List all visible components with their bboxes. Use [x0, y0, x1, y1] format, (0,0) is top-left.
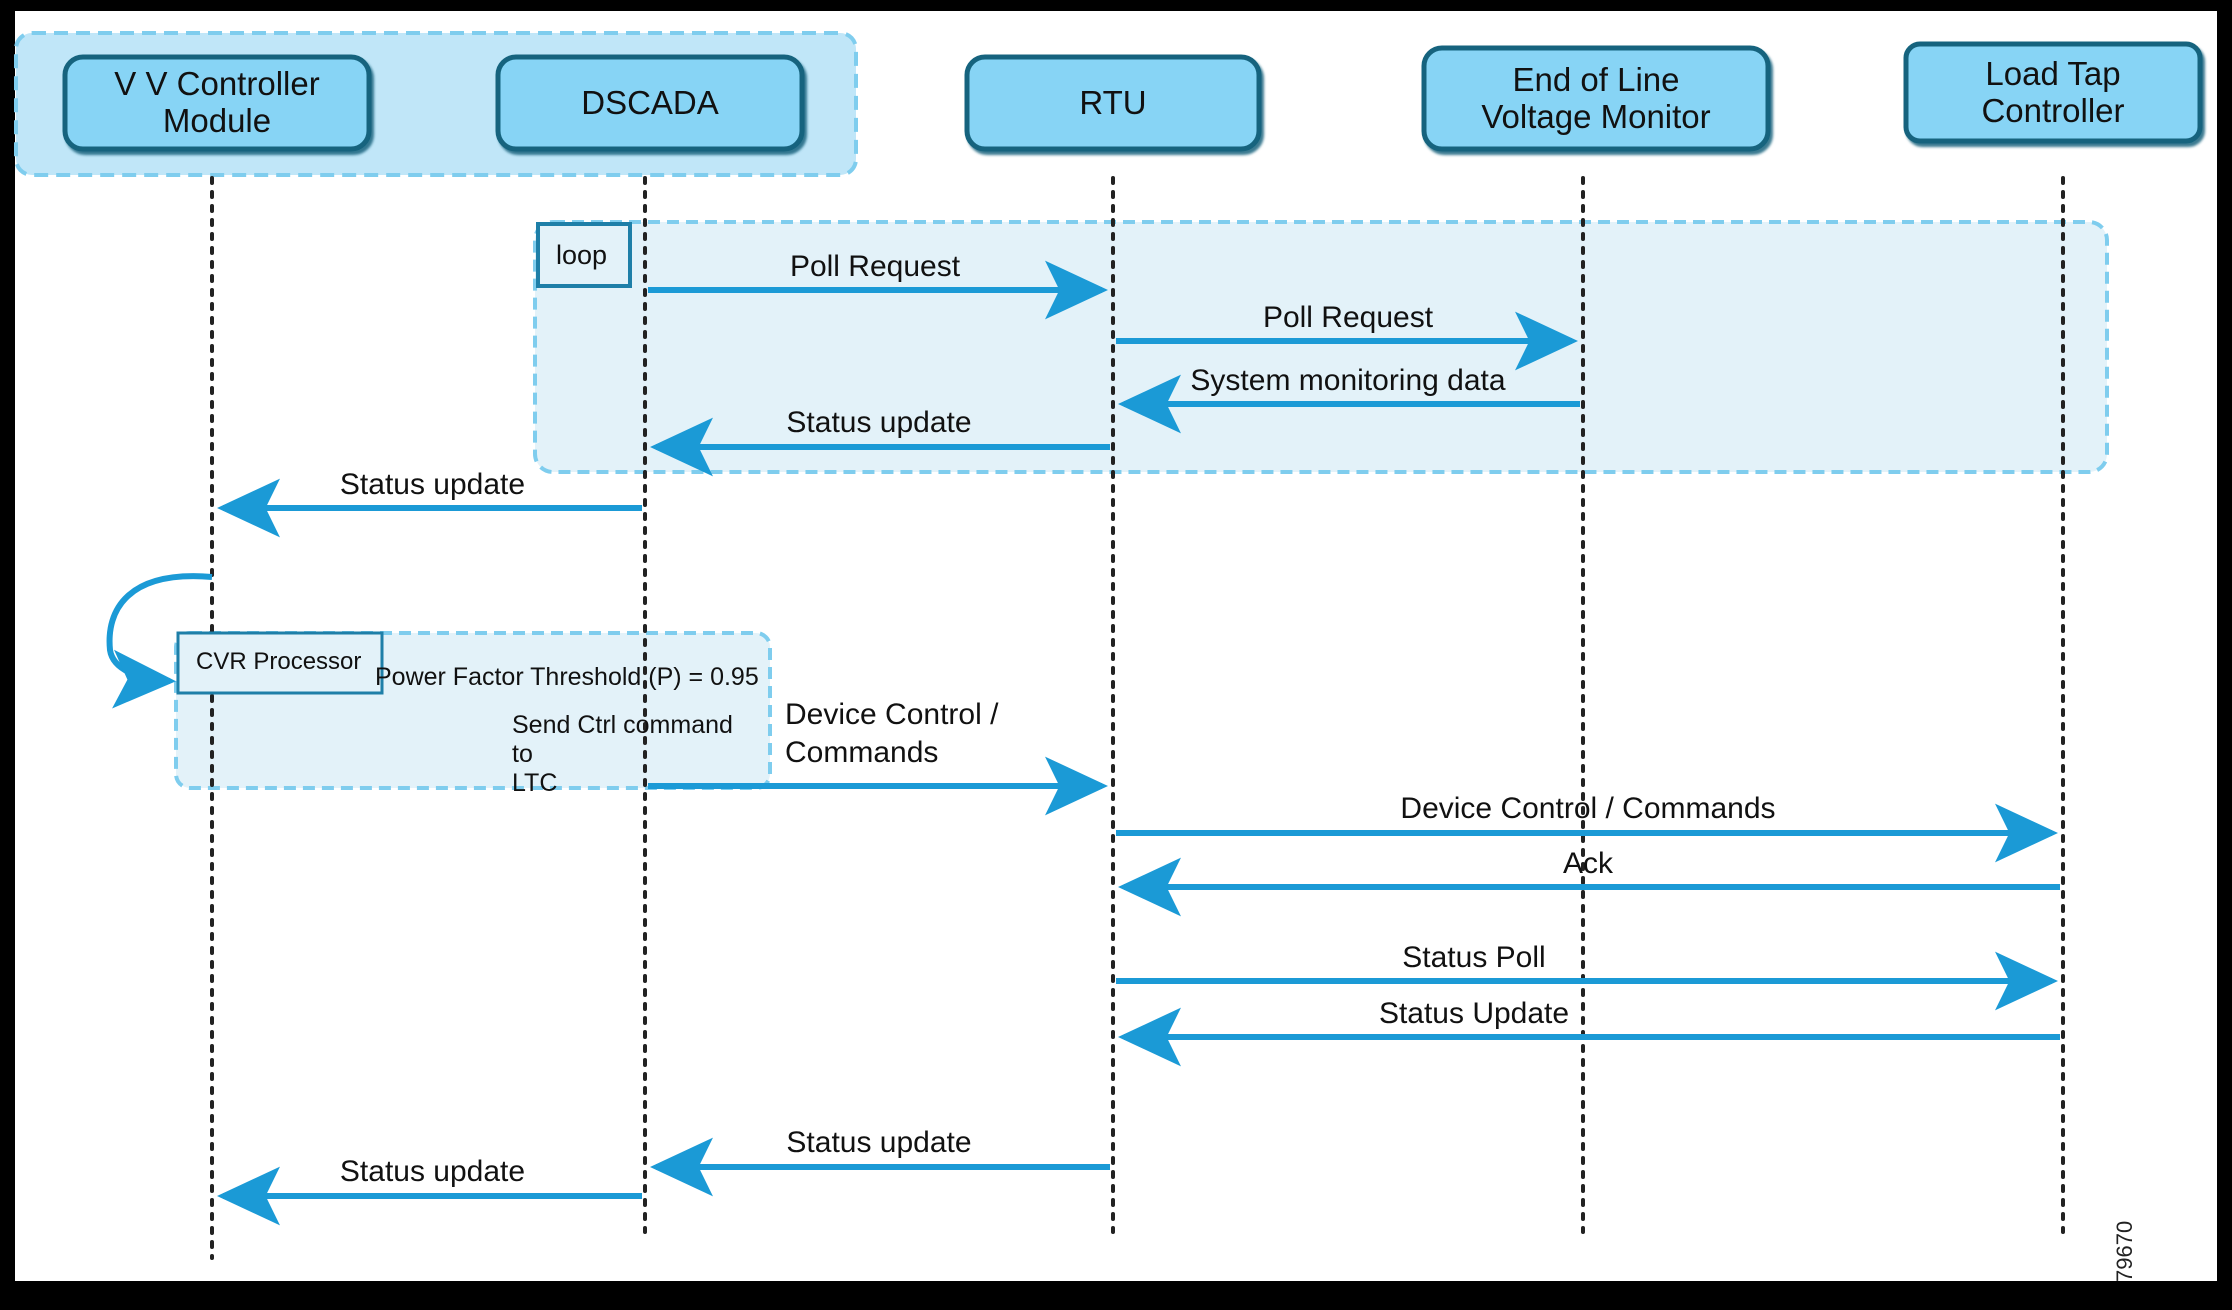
message-label-ack-ltc-rtu: Ack [1562, 847, 1613, 880]
message-label-status-update-rtu-dscada-2: Status update [786, 1126, 972, 1159]
message-label-device-control-commands-dscada-rtu: Device Control / Commands [785, 698, 999, 769]
lifelines [210, 176, 2065, 1260]
message-arrows [106, 260, 2060, 1226]
actor-box-vv-controller-module [62, 54, 372, 152]
cvr-processor-tag-label: CVR Processor [196, 648, 362, 675]
actor-box-rtu [964, 54, 1262, 152]
actor-box-eol-voltage-monitor [1421, 45, 1771, 152]
message-label-status-update-dscada-vvc-1: Status update [339, 468, 526, 501]
cvr-processor-tag-box [176, 631, 384, 695]
loop-tag-box [536, 222, 632, 288]
message-label-poll-request-rtu-eol: Poll Request [1262, 301, 1434, 334]
message-label-status-poll-rtu-ltc: Status Poll [1402, 941, 1546, 974]
actor-boxes [62, 41, 2203, 152]
message-label-status-update-ltc-rtu: Status Update [1378, 997, 1570, 1030]
actor-box-load-tap-controller [1903, 41, 2203, 144]
message-label-poll-request-dscada-rtu: Poll Request [789, 250, 961, 283]
actor-box-dscada [495, 54, 805, 152]
loop-fragment-tag-label: loop [556, 240, 608, 270]
arrow-self-message-vvc [106, 573, 213, 709]
watermark-number: 79670 [2112, 1220, 2137, 1282]
loop-fragment-box [533, 220, 2109, 474]
message-label-status-update-dscada-vvc-2: Status update [339, 1155, 526, 1188]
cvr-power-factor-threshold-text: Power Factor Threshold (P) = 0.95 [375, 663, 759, 691]
cvr-send-ctrl-command-text: Send Ctrl command to LTC [512, 711, 733, 797]
message-label-status-update-rtu-dscada: Status update [786, 406, 972, 439]
message-label-system-monitoring-data: System monitoring data [1190, 364, 1506, 397]
message-label-device-control-commands-rtu-ltc: Device Control / Commands [1400, 792, 1776, 825]
